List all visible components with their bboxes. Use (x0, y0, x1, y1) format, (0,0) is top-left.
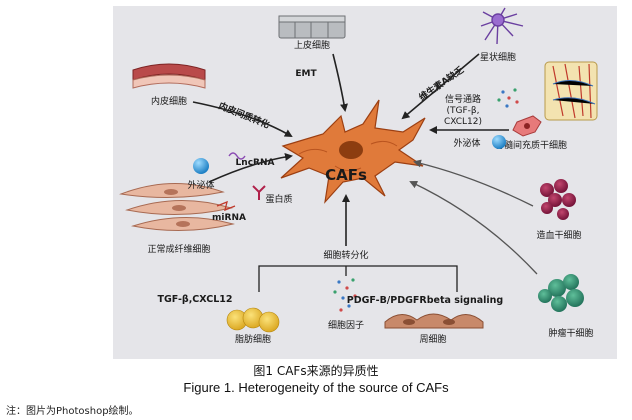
epithelial-cell-label: 上皮细胞 (294, 39, 330, 51)
endmt-arrow (192, 101, 293, 138)
endothelial-cell-icon (132, 63, 206, 89)
tumor-stem-arrow (409, 180, 538, 275)
exosome-right-label: 外泌体 (453, 137, 480, 149)
emt-label: EMT (295, 69, 317, 79)
hematopoietic-arrow (413, 159, 534, 207)
pdgf-signaling-label: PDGF-B/PDGFRbeta signaling (347, 295, 503, 306)
tumor-stem-cell-label: 肿瘤干细胞 (548, 327, 593, 339)
epithelial-cell-icon (278, 15, 346, 39)
exosome-left-label: 外泌体 (187, 179, 214, 191)
protein-icon (252, 185, 266, 200)
cytokine-dots-icon (333, 278, 357, 312)
pericyte-icon (384, 313, 484, 329)
signaling-dots-icon (497, 88, 519, 108)
emt-arrow (332, 53, 348, 112)
stellate-cell-icon (480, 7, 524, 45)
mirna-icon (216, 200, 236, 212)
figure-caption-chinese: 图1 CAFs来源的异质性 (253, 364, 379, 378)
caf-source-diagram: CAFs 上皮细胞 EMT 星状细胞 维生素A缺乏 内皮细胞 内皮间质转化 骨髓 (119, 7, 598, 345)
msc-cell-icon (512, 115, 542, 137)
bone-marrow-icon (544, 61, 598, 121)
msc-label: 骨髓间充质干细胞 (495, 139, 567, 151)
caf-center-label: CAFs (325, 166, 367, 184)
transdiff-bracket (258, 265, 458, 292)
adipocyte-label: 脂肪细胞 (235, 333, 271, 345)
signaling-label-line3: CXCL12) (444, 117, 482, 127)
adipocyte-icon (226, 307, 280, 333)
fibroblast-cell-icon (119, 182, 235, 232)
exosome-right-icon (492, 135, 506, 149)
exosome-arrow (208, 152, 293, 183)
tgf-cxcl-label: TGF-β,CXCL12 (157, 294, 232, 305)
hematopoietic-label: 造血干细胞 (536, 229, 581, 241)
lncrna-label: LncRNA (236, 158, 275, 168)
signaling-label-line1: 信号通路 (445, 93, 481, 105)
figure-note: 注：图片为Photoshop绘制。 (6, 406, 139, 417)
caf-cell (280, 99, 426, 204)
pericyte-label: 周细胞 (419, 333, 446, 345)
diagram-panel: CAFs 上皮细胞 EMT 星状细胞 维生素A缺乏 内皮细胞 内皮间质转化 骨髓 (113, 6, 617, 359)
signaling-label-line2: (TGF-β, (446, 106, 479, 116)
cytokine-label: 细胞因子 (328, 319, 364, 331)
stellate-cell-label: 星状细胞 (480, 51, 516, 63)
figure-caption-english: Figure 1. Heterogeneity of the source of… (183, 380, 449, 395)
transdiff-label: 细胞转分化 (323, 249, 368, 261)
mirna-label: miRNA (212, 213, 246, 223)
fibroblast-label: 正常成纤维细胞 (147, 243, 210, 255)
protein-label: 蛋白质 (265, 193, 292, 205)
hematopoietic-cell-icon (540, 179, 576, 220)
tumor-stem-cell-icon (538, 274, 584, 312)
lncrna-icon (228, 152, 246, 160)
endothelial-cell-label: 内皮细胞 (151, 95, 187, 107)
vitamin-a-arrow (401, 53, 480, 120)
exosome-left-icon (193, 158, 209, 174)
